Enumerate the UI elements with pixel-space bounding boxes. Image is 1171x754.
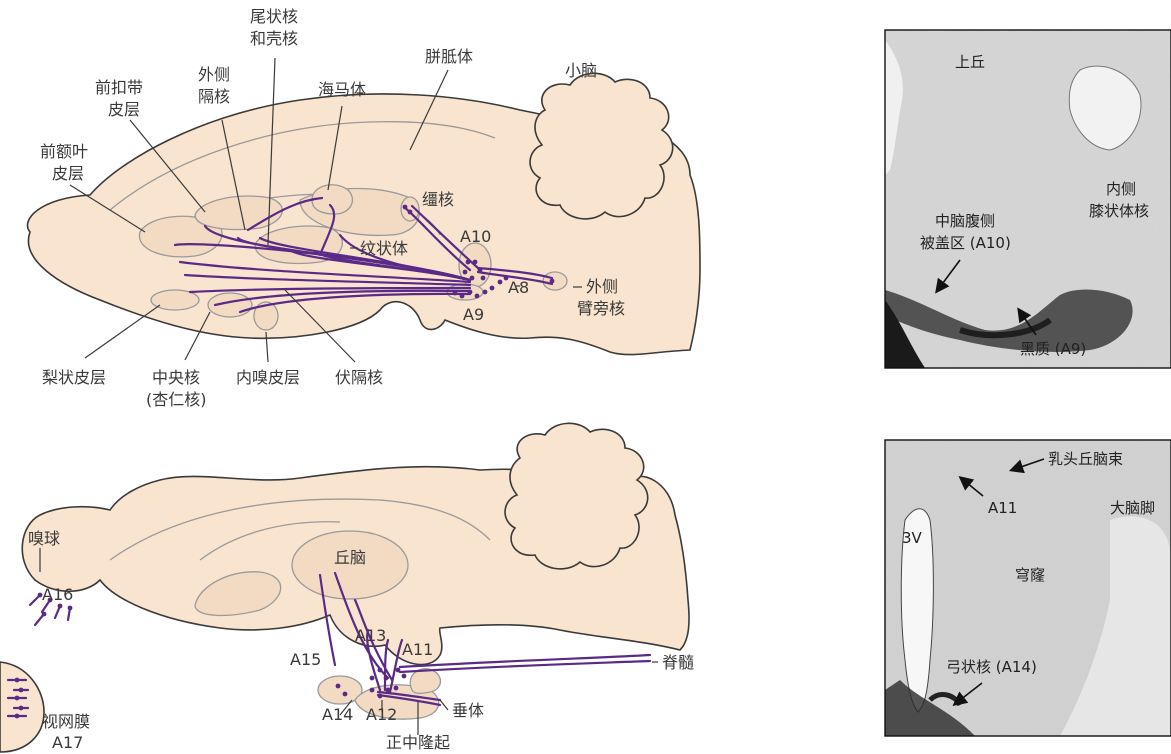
label-vta-2: 被盖区 (A10): [920, 234, 1011, 252]
label-accumbens: 伏隔核: [335, 368, 383, 387]
label-prefrontal-2: 皮层: [52, 164, 84, 183]
label-third-ventricle: 3V: [902, 529, 923, 547]
label-amygdala-1: 中央核: [152, 368, 200, 387]
label-caudate-putamen-1: 尾状核: [250, 7, 298, 26]
label-retina-2: A17: [52, 733, 83, 752]
label-pituitary: 垂体: [452, 701, 484, 720]
label-mammillothalamic: 乳头丘脑束: [1048, 450, 1123, 468]
label-a14: A14: [322, 705, 353, 724]
label-anterior-cingulate-1: 前扣带: [95, 78, 143, 97]
label-lateral-parabrachial-2: 臂旁核: [577, 299, 625, 318]
label-anterior-cingulate-2: 皮层: [108, 100, 140, 119]
label-corpus-callosum: 胼胝体: [425, 47, 473, 66]
label-lateral-septum-1: 外侧: [198, 65, 230, 84]
bottom-cerebellum: [505, 423, 648, 569]
label-substantia-nigra: 黑质 (A9): [1020, 340, 1086, 358]
label-spinal-cord: 脊髓: [662, 653, 694, 672]
label-olfactory-bulb: 嗅球: [28, 529, 60, 548]
label-a12: A12: [366, 705, 397, 724]
label-median-eminence: 正中隆起: [386, 733, 450, 752]
top-cerebellum: [530, 73, 673, 219]
bottom-sagittal-diagram: 嗅球 A16 丘脑 A13 A11 A15 脊髓 A14 A12 垂体 正中隆起…: [0, 423, 694, 752]
label-a10: A10: [460, 227, 491, 246]
label-hippocampus: 海马体: [318, 80, 366, 99]
label-arcuate: 弓状核 (A14): [946, 658, 1037, 676]
label-cerebellum: 小脑: [565, 61, 597, 80]
top-sagittal-diagram: 尾状核 和壳核 外侧 隔核 海马体 胼胝体 小脑 前扣带 皮层 前额叶 皮层 缰…: [28, 7, 701, 409]
label-lateral-septum-2: 隔核: [198, 87, 230, 106]
label-caudate-putamen-2: 和壳核: [250, 29, 298, 48]
label-lateral-parabrachial-1: 外侧: [586, 277, 618, 296]
label-a13: A13: [355, 626, 386, 645]
label-superior-colliculus: 上丘: [955, 53, 985, 71]
label-a9: A9: [463, 305, 484, 324]
micrograph-bottom: 乳头丘脑束 A11 大脑脚 3V 穹窿 弓状核 (A14): [885, 440, 1171, 736]
label-a16: A16: [42, 585, 73, 604]
label-a11: A11: [402, 640, 433, 659]
label-entorhinal: 内嗅皮层: [236, 368, 300, 387]
label-a15: A15: [290, 650, 321, 669]
label-vta-1: 中脑腹侧: [935, 212, 995, 230]
label-striatum: 纹状体: [360, 239, 408, 258]
label-thalamus: 丘脑: [334, 548, 366, 567]
label-habenula: 缰核: [422, 190, 454, 209]
label-cerebral-peduncle: 大脑脚: [1110, 499, 1155, 517]
label-fornix: 穹窿: [1015, 566, 1045, 584]
label-medial-geniculate-1: 内侧: [1106, 180, 1136, 198]
label-retina-1: 视网膜: [42, 712, 90, 731]
label-prefrontal-1: 前额叶: [40, 142, 88, 161]
micrograph-top: 上丘 内侧 膝状体核 中脑腹侧 被盖区 (A10) 黑质 (A9): [885, 30, 1171, 368]
label-piriform: 梨状皮层: [42, 368, 106, 387]
label-a11-micro: A11: [988, 499, 1017, 517]
label-amygdala-2: (杏仁核): [146, 390, 207, 409]
label-medial-geniculate-2: 膝状体核: [1089, 202, 1149, 220]
label-a8: A8: [508, 278, 529, 297]
